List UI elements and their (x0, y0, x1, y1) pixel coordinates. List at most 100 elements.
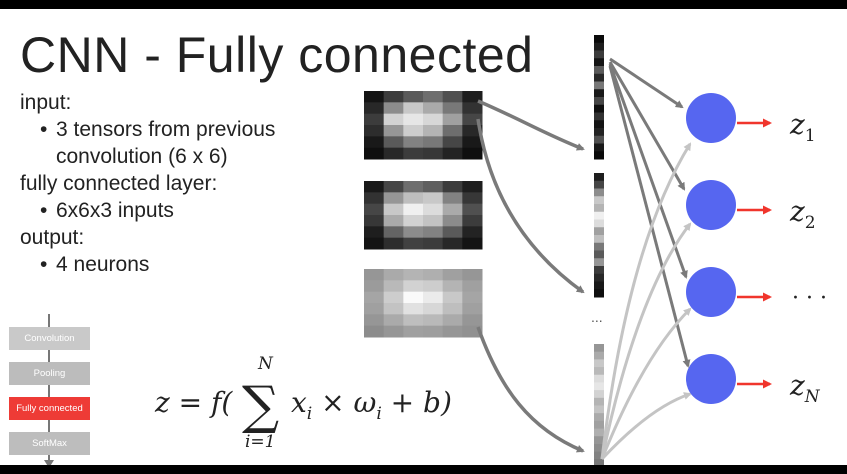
vector-cell (594, 266, 604, 275)
feature-map-cell (462, 280, 483, 293)
feature-map-cell (442, 226, 463, 239)
feature-map-cell (403, 181, 424, 193)
feature-map-cell (423, 91, 444, 103)
vector-segment-3 (594, 344, 604, 465)
feature-map-cell (462, 203, 483, 216)
vector-cell (594, 227, 604, 236)
bullet-dot: • (40, 199, 48, 222)
feature-map-cell (383, 314, 404, 327)
feature-map-cell (383, 280, 404, 293)
vector-cell (594, 420, 604, 430)
vector-cell (594, 413, 604, 422)
feature-map-cell (403, 113, 424, 126)
formula-lhs: z = f( (154, 386, 233, 419)
vector-ellipsis: ... (591, 309, 603, 325)
vector-cell (594, 344, 604, 353)
vector-cell (594, 180, 604, 189)
vector-cell (594, 89, 604, 98)
output-heading: output: (20, 226, 85, 249)
feature-map-cell (462, 215, 483, 227)
feature-map-cell (364, 203, 385, 216)
output-neurons (686, 93, 736, 404)
feature-map-cell (364, 125, 385, 137)
vector-cell (594, 359, 604, 368)
vector-cell (594, 374, 604, 383)
feature-map-cell (383, 102, 404, 115)
feature-map-cell (364, 102, 385, 115)
feature-map-cell (423, 136, 444, 149)
vector-cell (594, 242, 604, 251)
vector-cell (594, 258, 604, 267)
feature-map-cell (383, 192, 404, 205)
vector-cell (594, 173, 604, 182)
feature-map-cell (442, 314, 463, 327)
feature-map-cell (383, 325, 404, 338)
vector-cell (594, 104, 604, 113)
vector-cell (594, 35, 604, 44)
feature-map-cell (423, 181, 444, 193)
flattened-vector: ... (591, 35, 604, 465)
vector-cell (594, 235, 604, 244)
feature-map-cell (423, 226, 444, 239)
feature-map-cell (403, 203, 424, 216)
slide-title: CNN - Fully connected (20, 27, 534, 83)
stage-fully-connected: Fully connected (9, 397, 90, 420)
feature-map-cell (383, 269, 404, 281)
feature-map-cell (364, 181, 385, 193)
connection (608, 61, 686, 191)
feature-map-cell (383, 303, 404, 315)
feature-map-cell (462, 237, 483, 250)
sum-symbol: ∑ (242, 376, 279, 436)
vector-cell (594, 120, 604, 129)
feature-map-cell (423, 314, 444, 327)
connection (609, 57, 684, 109)
feature-map-cell (423, 325, 444, 338)
pipeline-arrow-icon (44, 460, 54, 465)
feature-map-cell (403, 102, 424, 115)
vector-cell (594, 273, 604, 282)
feature-map-cell (423, 303, 444, 315)
bullet-list: input: •3 tensors from previous convolut… (20, 89, 275, 278)
neuron-2 (686, 180, 736, 230)
stage-pooling: Pooling (9, 362, 90, 385)
feature-map-cell (442, 291, 463, 304)
vector-cell (594, 443, 604, 453)
formula: z = f( ∑ N i=1 xi × ωi + b) (154, 354, 452, 452)
neuron-3 (686, 267, 736, 317)
pipeline-diagram: Convolution Pooling Fully connected Soft… (0, 314, 105, 465)
feature-map-cell (364, 314, 385, 327)
feature-map-cell (403, 237, 424, 250)
neuron-4 (686, 354, 736, 404)
vector-cell (594, 151, 604, 160)
feature-map-cell (364, 280, 385, 293)
label-dots: · · · (792, 286, 827, 311)
connection (600, 142, 692, 460)
feature-map-cell (462, 181, 483, 193)
feature-map-cell (442, 215, 463, 227)
feature-map-cell (403, 325, 424, 338)
feature-map-cell (403, 91, 424, 103)
feature-map-cell (462, 102, 483, 115)
feature-map-cell (423, 192, 444, 205)
feature-map-cell (423, 113, 444, 126)
connection (600, 392, 692, 461)
vector-cell (594, 66, 604, 75)
bullet-dot: • (40, 253, 48, 276)
feature-map-cell (462, 269, 483, 281)
feature-map-cell (364, 237, 385, 250)
feature-map-cell (423, 147, 444, 160)
vector-cell (594, 289, 604, 298)
neuron-1 (686, 93, 736, 143)
feature-map-cell (442, 280, 463, 293)
feature-map-cell (462, 113, 483, 126)
feature-map-cell (423, 280, 444, 293)
vector-cell (594, 112, 604, 121)
feature-map-cell (364, 136, 385, 149)
vector-cell (594, 219, 604, 228)
feature-map-cell (442, 203, 463, 216)
fc-heading: fully connected layer: (20, 172, 218, 195)
vector-cell (594, 451, 604, 460)
connection (608, 65, 691, 368)
connection (608, 63, 688, 279)
feature-maps (364, 91, 483, 338)
